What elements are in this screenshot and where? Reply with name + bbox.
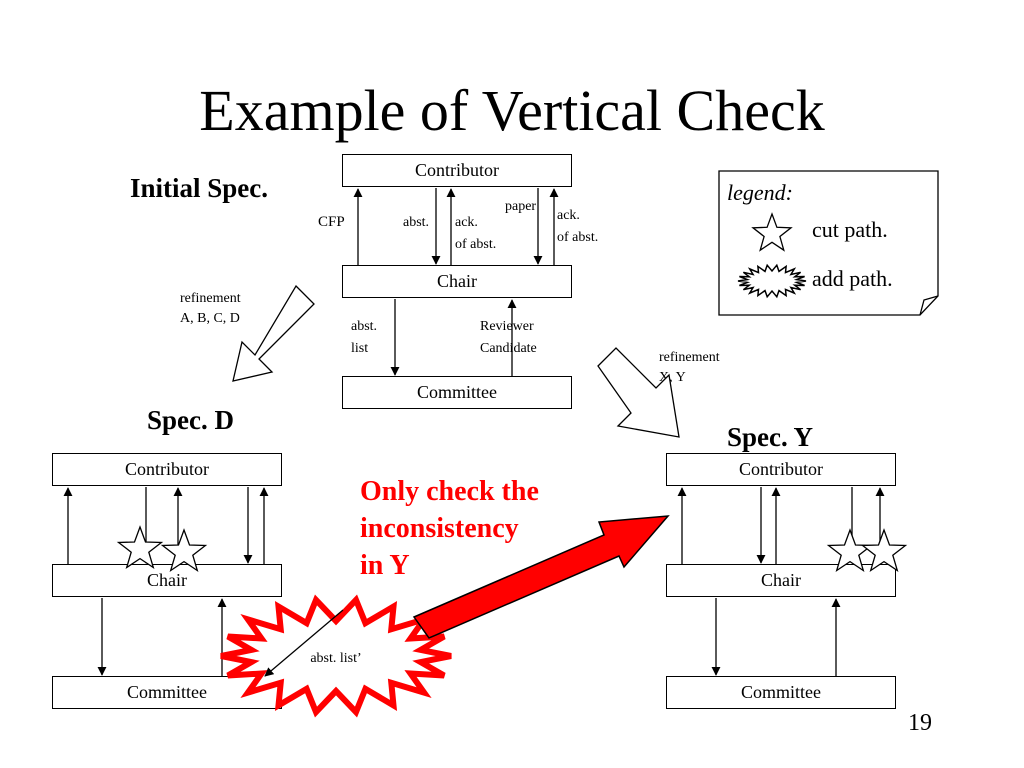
spec-d-star-icon-2 (160, 528, 208, 573)
legend-burst-icon (737, 263, 807, 299)
spec-y-label: Spec. Y (727, 422, 813, 452)
spec-d-star-icon-1 (116, 525, 164, 570)
spec-y-star-icon-2 (860, 528, 908, 573)
legend-fold (919, 295, 939, 316)
edge-label-cfp: CFP (318, 214, 345, 230)
spec-d-chair-label: Chair (147, 570, 187, 590)
spec-d-edges (63, 487, 269, 676)
spec-y-chair-box: Chair (666, 564, 896, 597)
edge-label-abst: abst. (403, 215, 430, 230)
spec-y-contributor-label: Contributor (739, 459, 823, 479)
legend-add-path-label: add path. (812, 266, 893, 291)
spec-y-contributor-box: Contributor (666, 453, 896, 486)
initial-contributor-box: Contributor (342, 154, 572, 187)
initial-chair-label: Chair (437, 271, 477, 291)
legend-star-icon (751, 212, 793, 252)
edge-label-paper: paper (505, 199, 537, 214)
red-burst-icon (220, 594, 452, 718)
spec-d-committee-box: Committee (52, 676, 282, 709)
spec-y-chair-label: Chair (761, 570, 801, 590)
initial-spec-label: Initial Spec. (130, 173, 269, 203)
spec-y-edges (677, 487, 885, 676)
initial-contributor-label: Contributor (415, 160, 499, 180)
spec-y-star-icon-1 (826, 528, 874, 573)
edge-label-ack-abst-right-line1: ack. (557, 208, 580, 223)
edge-label-ack-abst-line2: of abst. (455, 237, 497, 252)
edge-label-reviewer-line1: Reviewer (480, 319, 534, 334)
spec-y-committee-box: Committee (666, 676, 896, 709)
spec-d-chair-box: Chair (52, 564, 282, 597)
burst-label: abst. list’ (310, 651, 361, 666)
callout-line2: inconsistency (360, 513, 519, 544)
legend-title: legend: (727, 180, 793, 205)
refinement-y-arrow (597, 347, 680, 438)
page-number: 19 (908, 710, 932, 736)
refinement-d-arrow (232, 284, 315, 382)
refinement-d-line2: A, B, C, D (180, 311, 240, 326)
initial-spec-edges (353, 188, 559, 376)
spec-y-committee-label: Committee (741, 682, 821, 702)
refinement-d-line1: refinement (180, 291, 241, 306)
initial-committee-box: Committee (342, 376, 572, 409)
spec-d-contributor-label: Contributor (125, 459, 209, 479)
callout-red-arrow (412, 515, 670, 639)
initial-chair-box: Chair (342, 265, 572, 298)
callout-line1: Only check the (360, 476, 539, 507)
edge-label-abst-list-line2: list (351, 341, 369, 356)
burst-pointer-arrow (264, 609, 344, 677)
legend-cut-path-label: cut path. (812, 217, 888, 242)
spec-d-contributor-box: Contributor (52, 453, 282, 486)
edge-label-ack-abst-right-line2: of abst. (557, 230, 599, 245)
edge-label-ack-abst-line1: ack. (455, 215, 478, 230)
spec-d-label: Spec. D (147, 405, 234, 435)
edge-label-reviewer-line2: Candidate (480, 341, 537, 356)
refinement-y-line1: refinement (659, 350, 720, 365)
edge-label-abst-list-line1: abst. (351, 319, 378, 334)
slide-title: Example of Vertical Check (199, 78, 825, 143)
spec-d-committee-label: Committee (127, 682, 207, 702)
initial-committee-label: Committee (417, 382, 497, 402)
callout-line3: in Y (360, 550, 410, 581)
